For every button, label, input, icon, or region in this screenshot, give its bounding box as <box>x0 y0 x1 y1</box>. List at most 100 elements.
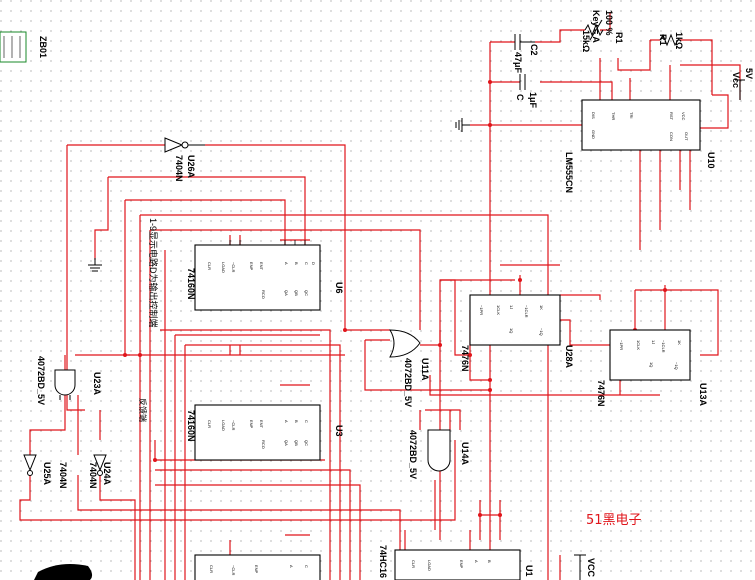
svg-text:RST: RST <box>669 112 674 121</box>
chip-u6[interactable]: CLR LOAD ~CLR ENP ENT A B C D RCO QA QB … <box>186 240 344 311</box>
svg-text:B: B <box>487 560 492 563</box>
corner-component[interactable]: ZB01 <box>0 31 48 63</box>
svg-text:LOAD: LOAD <box>221 420 226 431</box>
svg-text:~CLR: ~CLR <box>231 565 236 575</box>
u13-ref: U13A <box>698 383 708 407</box>
svg-text:C: C <box>304 420 309 423</box>
u25-ref: U25A <box>42 462 52 486</box>
u25-part: 7404N <box>58 462 68 489</box>
svg-text:QC: QC <box>304 440 309 446</box>
or-gate-u11[interactable]: U11A 4072BD_5V <box>389 329 430 407</box>
chip-u3[interactable]: CLR LOAD ~CLR ENP ENT A B C RCO QA QB QC… <box>186 404 344 461</box>
inverter-u24[interactable]: U24A 7404N <box>88 454 112 489</box>
u28-part: 7476N <box>460 345 470 372</box>
svg-text:CON: CON <box>669 132 674 141</box>
svg-text:~1CLR: ~1CLR <box>661 340 666 353</box>
svg-text:C: C <box>304 565 309 568</box>
svg-text:1Q: 1Q <box>649 362 654 367</box>
chip-bottom-left[interactable]: CLR ~CLR ENP A C <box>194 554 321 580</box>
r2-ref: R1 <box>658 34 668 46</box>
chip-u28[interactable]: ~1PR 1CLK 1J ~1CLR 1K 1Q ~1Q 7476N U28A <box>460 294 574 372</box>
svg-text:QA: QA <box>284 290 289 296</box>
svg-text:OUT: OUT <box>684 132 689 141</box>
svg-text:CLR: CLR <box>411 560 416 568</box>
inverter-u26[interactable]: U26A 7404N <box>164 137 205 182</box>
svg-text:1K: 1K <box>539 305 544 310</box>
svg-text:QC: QC <box>304 290 309 296</box>
svg-text:QB: QB <box>294 440 299 446</box>
svg-text:ENP: ENP <box>249 420 254 429</box>
svg-text:~1PR: ~1PR <box>619 340 624 350</box>
svg-text:D: D <box>311 262 316 265</box>
chip-u1[interactable]: CLR LOAD ENP A B 74HC16 U1 <box>378 545 534 580</box>
svg-text:VCC: VCC <box>681 112 686 121</box>
vcc-bottom-label: VCC <box>586 558 596 578</box>
r1-pct: 100 % <box>604 10 614 36</box>
svg-text:ENP: ENP <box>254 565 259 574</box>
svg-text:ENP: ENP <box>459 560 464 569</box>
power-vcc-bottom[interactable]: VCC <box>574 554 596 580</box>
power-5v-label: 5V <box>744 68 754 79</box>
svg-text:TRI: TRI <box>629 112 634 118</box>
watermark: 51黑电子 <box>586 513 642 528</box>
junction-dots <box>123 80 667 517</box>
u23-ref: U23A <box>92 372 102 396</box>
inverter-u25[interactable]: U25A 7404N <box>23 454 68 489</box>
u10-part: LM555CN <box>564 152 574 193</box>
capacitor-c[interactable]: 1μF C <box>515 74 538 109</box>
u3-part: 74160N <box>186 410 196 442</box>
potentiometer-r1[interactable]: 100 % Key = A 15kΩ R1 <box>581 10 624 52</box>
u24-part: 7404N <box>88 462 98 489</box>
svg-text:1CLK: 1CLK <box>636 340 641 350</box>
u11-part: 4072BD_5V <box>403 358 413 407</box>
svg-text:~1Q: ~1Q <box>539 328 544 336</box>
svg-text:ENT: ENT <box>259 420 264 429</box>
svg-text:ENT: ENT <box>259 262 264 271</box>
svg-text:CLR: CLR <box>207 262 212 270</box>
u11-ref: U11A <box>420 358 430 381</box>
u3-ref: U3 <box>334 425 344 437</box>
svg-text:GND: GND <box>591 130 596 139</box>
svg-text:QB: QB <box>294 290 299 296</box>
c-ref: C <box>515 94 525 101</box>
svg-text:CLR: CLR <box>207 420 212 428</box>
svg-text:1CLK: 1CLK <box>496 305 501 315</box>
u13-part: 7476N <box>596 380 606 407</box>
svg-text:LOAD: LOAD <box>427 560 432 571</box>
ground-symbol-top <box>455 118 470 132</box>
u23-part: 4072BD_5V <box>36 356 46 405</box>
svg-text:C: C <box>304 262 309 265</box>
note-feedback: 反馈端 <box>138 398 148 422</box>
svg-text:B: B <box>294 420 299 423</box>
u6-ref: U6 <box>334 282 344 294</box>
svg-text:RCO: RCO <box>261 290 266 299</box>
u26-part: 7404N <box>174 155 184 182</box>
svg-text:B: B <box>294 262 299 265</box>
and-gate-u23[interactable]: U23A 4072BD_5V <box>36 356 102 405</box>
u1-ref: U1 <box>524 565 534 577</box>
r1-key: Key = A <box>591 10 601 43</box>
u1-part: 74HC16 <box>378 545 388 578</box>
svg-text:DIS: DIS <box>591 112 596 119</box>
u6-part: 74160N <box>186 268 196 300</box>
svg-text:1J: 1J <box>651 340 656 344</box>
power-5v[interactable]: 5V Vcc <box>731 68 754 100</box>
svg-text:~CLR: ~CLR <box>231 420 236 430</box>
svg-text:A: A <box>474 560 479 563</box>
resistor-1k[interactable]: 1kΩ R1 <box>658 32 684 49</box>
r1-ref: R1 <box>614 32 624 44</box>
svg-text:~CLR: ~CLR <box>231 262 236 272</box>
u14-part: 4072BD_5V <box>408 430 418 479</box>
svg-text:~1CLR: ~1CLR <box>524 305 529 318</box>
and-gate-u14[interactable]: U14A 4072BD_5V <box>408 429 470 479</box>
power-vcc-label: Vcc <box>731 72 741 88</box>
c2-value: 47μF <box>513 52 523 74</box>
svg-text:CLR: CLR <box>209 565 214 573</box>
chip-u10[interactable]: DIS THR TRI RST VCC GND CON OUT LM555CN … <box>564 99 716 193</box>
capacitor-c2[interactable]: C2 47μF <box>513 34 539 74</box>
chip-u13[interactable]: ~1PR 1CLK 1J ~1CLR 1K 1Q ~1Q 7476N U13A <box>596 329 708 407</box>
u10-ref: U10 <box>706 152 716 169</box>
svg-text:RCO: RCO <box>261 440 266 449</box>
c-value: 1μF <box>528 92 538 109</box>
